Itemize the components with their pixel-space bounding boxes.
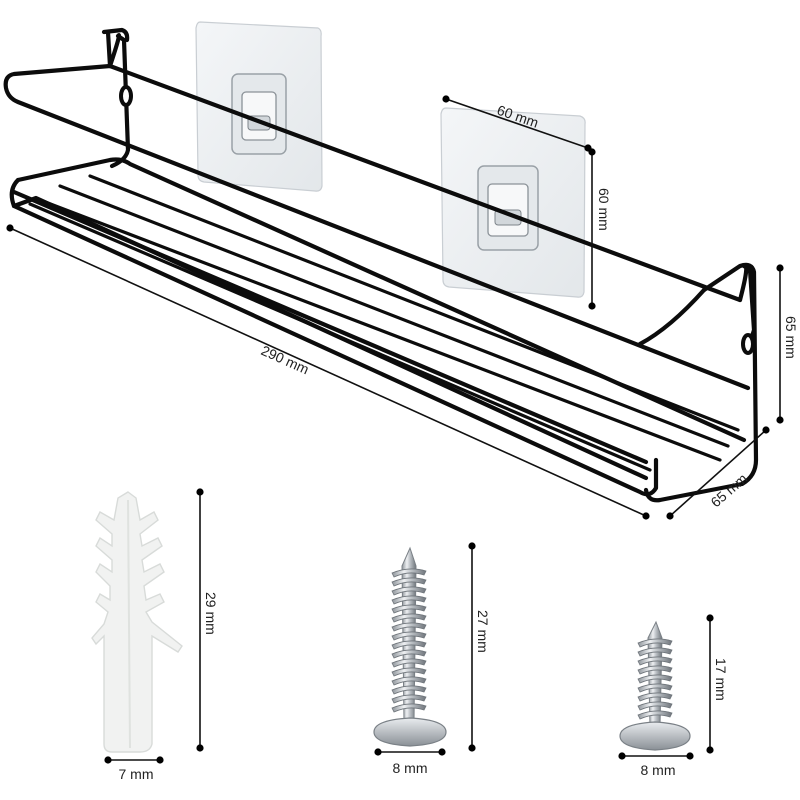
short-screw xyxy=(619,620,691,751)
label-anchor-length: 29 mm xyxy=(203,592,219,635)
dim-short-screw-head: 8 mm xyxy=(618,752,694,778)
screw-thread xyxy=(391,586,427,596)
label-short-screw-head: 8 mm xyxy=(641,762,676,778)
screw-thread xyxy=(391,703,427,713)
label-shelf-height: 65 mm xyxy=(783,316,799,359)
label-long-screw-head: 8 mm xyxy=(393,760,428,776)
dim-hook-height: 60 mm xyxy=(588,148,612,310)
screw-thread xyxy=(391,568,427,578)
screw-thread xyxy=(637,647,673,657)
screw-thread xyxy=(391,631,427,641)
label-short-screw-length: 17 mm xyxy=(713,658,729,701)
screw-thread xyxy=(637,665,673,675)
screw-thread xyxy=(637,710,673,720)
label-long-screw-length: 27 mm xyxy=(475,610,491,653)
screw-thread xyxy=(391,604,427,614)
dim-short-screw-length: 17 mm xyxy=(706,614,729,754)
label-shelf-length: 290 mm xyxy=(259,342,312,377)
screw-thread xyxy=(391,694,427,704)
screw-thread xyxy=(391,649,427,659)
screw-thread xyxy=(637,683,673,693)
screw-thread xyxy=(637,638,673,648)
dim-anchor-length: 29 mm xyxy=(196,488,219,752)
label-hook-height: 60 mm xyxy=(596,188,612,231)
screw-thread xyxy=(391,676,427,686)
wire-shelf xyxy=(3,27,759,503)
long-screw xyxy=(373,546,447,747)
screw-thread xyxy=(391,622,427,632)
screw-thread xyxy=(391,595,427,605)
adhesive-hook-left xyxy=(195,21,323,192)
dim-long-screw-head: 8 mm xyxy=(374,748,446,776)
adhesive-hook-right xyxy=(440,107,586,298)
wall-anchor xyxy=(91,491,183,753)
screw-thread xyxy=(391,667,427,677)
screw-thread xyxy=(391,685,427,695)
screw-thread xyxy=(391,613,427,623)
screw-thread xyxy=(637,674,673,684)
label-anchor-width: 7 mm xyxy=(119,766,154,782)
screw-thread xyxy=(391,577,427,587)
dim-shelf-height: 65 mm xyxy=(776,264,799,424)
screw-thread xyxy=(637,692,673,702)
screw-thread xyxy=(637,701,673,711)
dim-long-screw-length: 27 mm xyxy=(468,542,491,752)
screw-thread xyxy=(391,640,427,650)
screw-thread xyxy=(637,656,673,666)
dim-anchor-width: 7 mm xyxy=(104,756,164,782)
screw-thread xyxy=(391,658,427,668)
